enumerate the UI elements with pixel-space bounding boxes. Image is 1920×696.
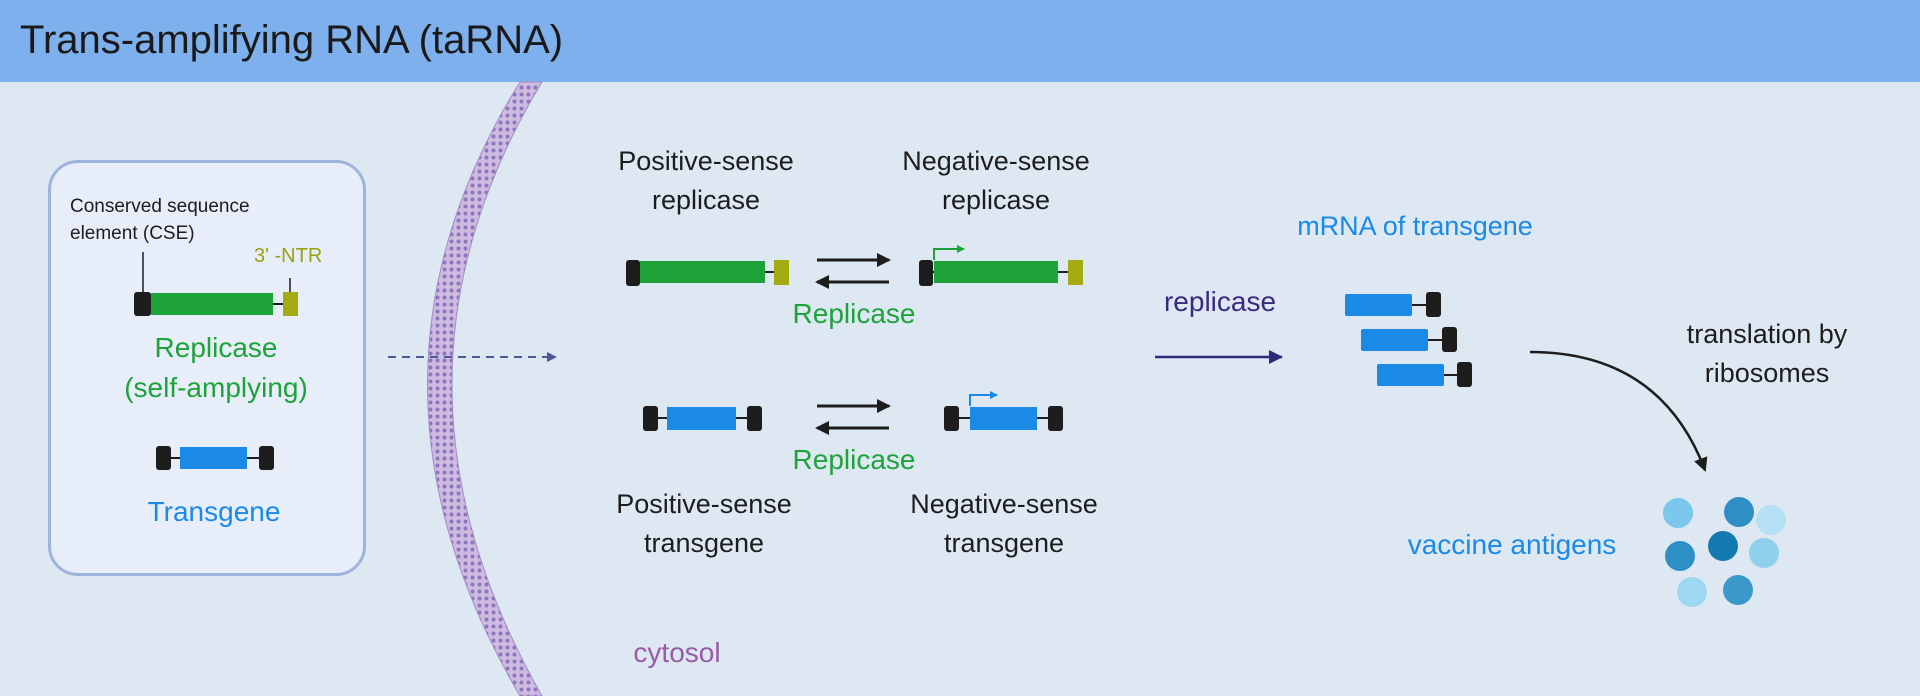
- negative-sense-transgene-rna: [944, 391, 1063, 431]
- translation-arrow: [1529, 350, 1708, 472]
- vaccine-antigens-label: vaccine antigens: [1407, 529, 1617, 560]
- translation-label-line2: ribosomes: [1704, 358, 1830, 388]
- replicase-enzyme-label-bottom: Replicase: [792, 444, 916, 475]
- negative-sense-replicase-label-line2: replicase: [941, 185, 1051, 215]
- negative-sense-transgene-label-line2: transgene: [943, 528, 1065, 558]
- cell-membrane: [427, 81, 543, 696]
- mrna-transgene-stack: [1345, 292, 1472, 387]
- replicase-arrow-label: replicase: [1163, 286, 1277, 317]
- positive-sense-replicase-label-line1: Positive-sense: [618, 146, 794, 176]
- negative-sense-replicase-rna: [919, 245, 1083, 286]
- transgene-label: Transgene: [147, 496, 281, 527]
- replicase-enzyme-label-top: Replicase: [792, 298, 916, 329]
- positive-sense-transgene-label-line2: transgene: [643, 528, 765, 558]
- positive-sense-transgene-rna: [643, 406, 762, 431]
- ntr-label: 3' -NTR: [254, 245, 323, 267]
- tarna-components-panel: [48, 160, 366, 576]
- negative-sense-transgene-label-line1: Negative-sense: [910, 489, 1098, 519]
- replicase-label: Replicase: [154, 332, 278, 363]
- replicase-construct-diagram: [134, 252, 298, 316]
- header-bar: Trans-amplifying RNA (taRNA): [0, 0, 1920, 82]
- transgene-equilibrium-arrows: [815, 399, 891, 435]
- cse-label-line1: Conserved sequence: [70, 196, 250, 217]
- mrna-of-transgene-label: mRNA of transgene: [1297, 211, 1533, 241]
- negative-sense-replicase-label-line1: Negative-sense: [902, 146, 1090, 176]
- self-amplying-label: (self-amplying): [124, 372, 308, 403]
- positive-sense-transgene-label-line1: Positive-sense: [616, 489, 792, 519]
- positive-sense-replicase-label-line2: replicase: [651, 185, 761, 215]
- transgene-construct-diagram: [156, 446, 274, 470]
- positive-sense-replicase-rna: [626, 260, 789, 286]
- replicase-equilibrium-arrows: [815, 253, 891, 289]
- cytosol-label: cytosol: [633, 637, 721, 668]
- vaccine-antigen-cluster: [1663, 497, 1786, 607]
- translation-label-line1: translation by: [1686, 319, 1848, 349]
- page-title: Trans-amplifying RNA (taRNA): [20, 18, 564, 62]
- cse-label-line2: element (CSE): [70, 223, 195, 244]
